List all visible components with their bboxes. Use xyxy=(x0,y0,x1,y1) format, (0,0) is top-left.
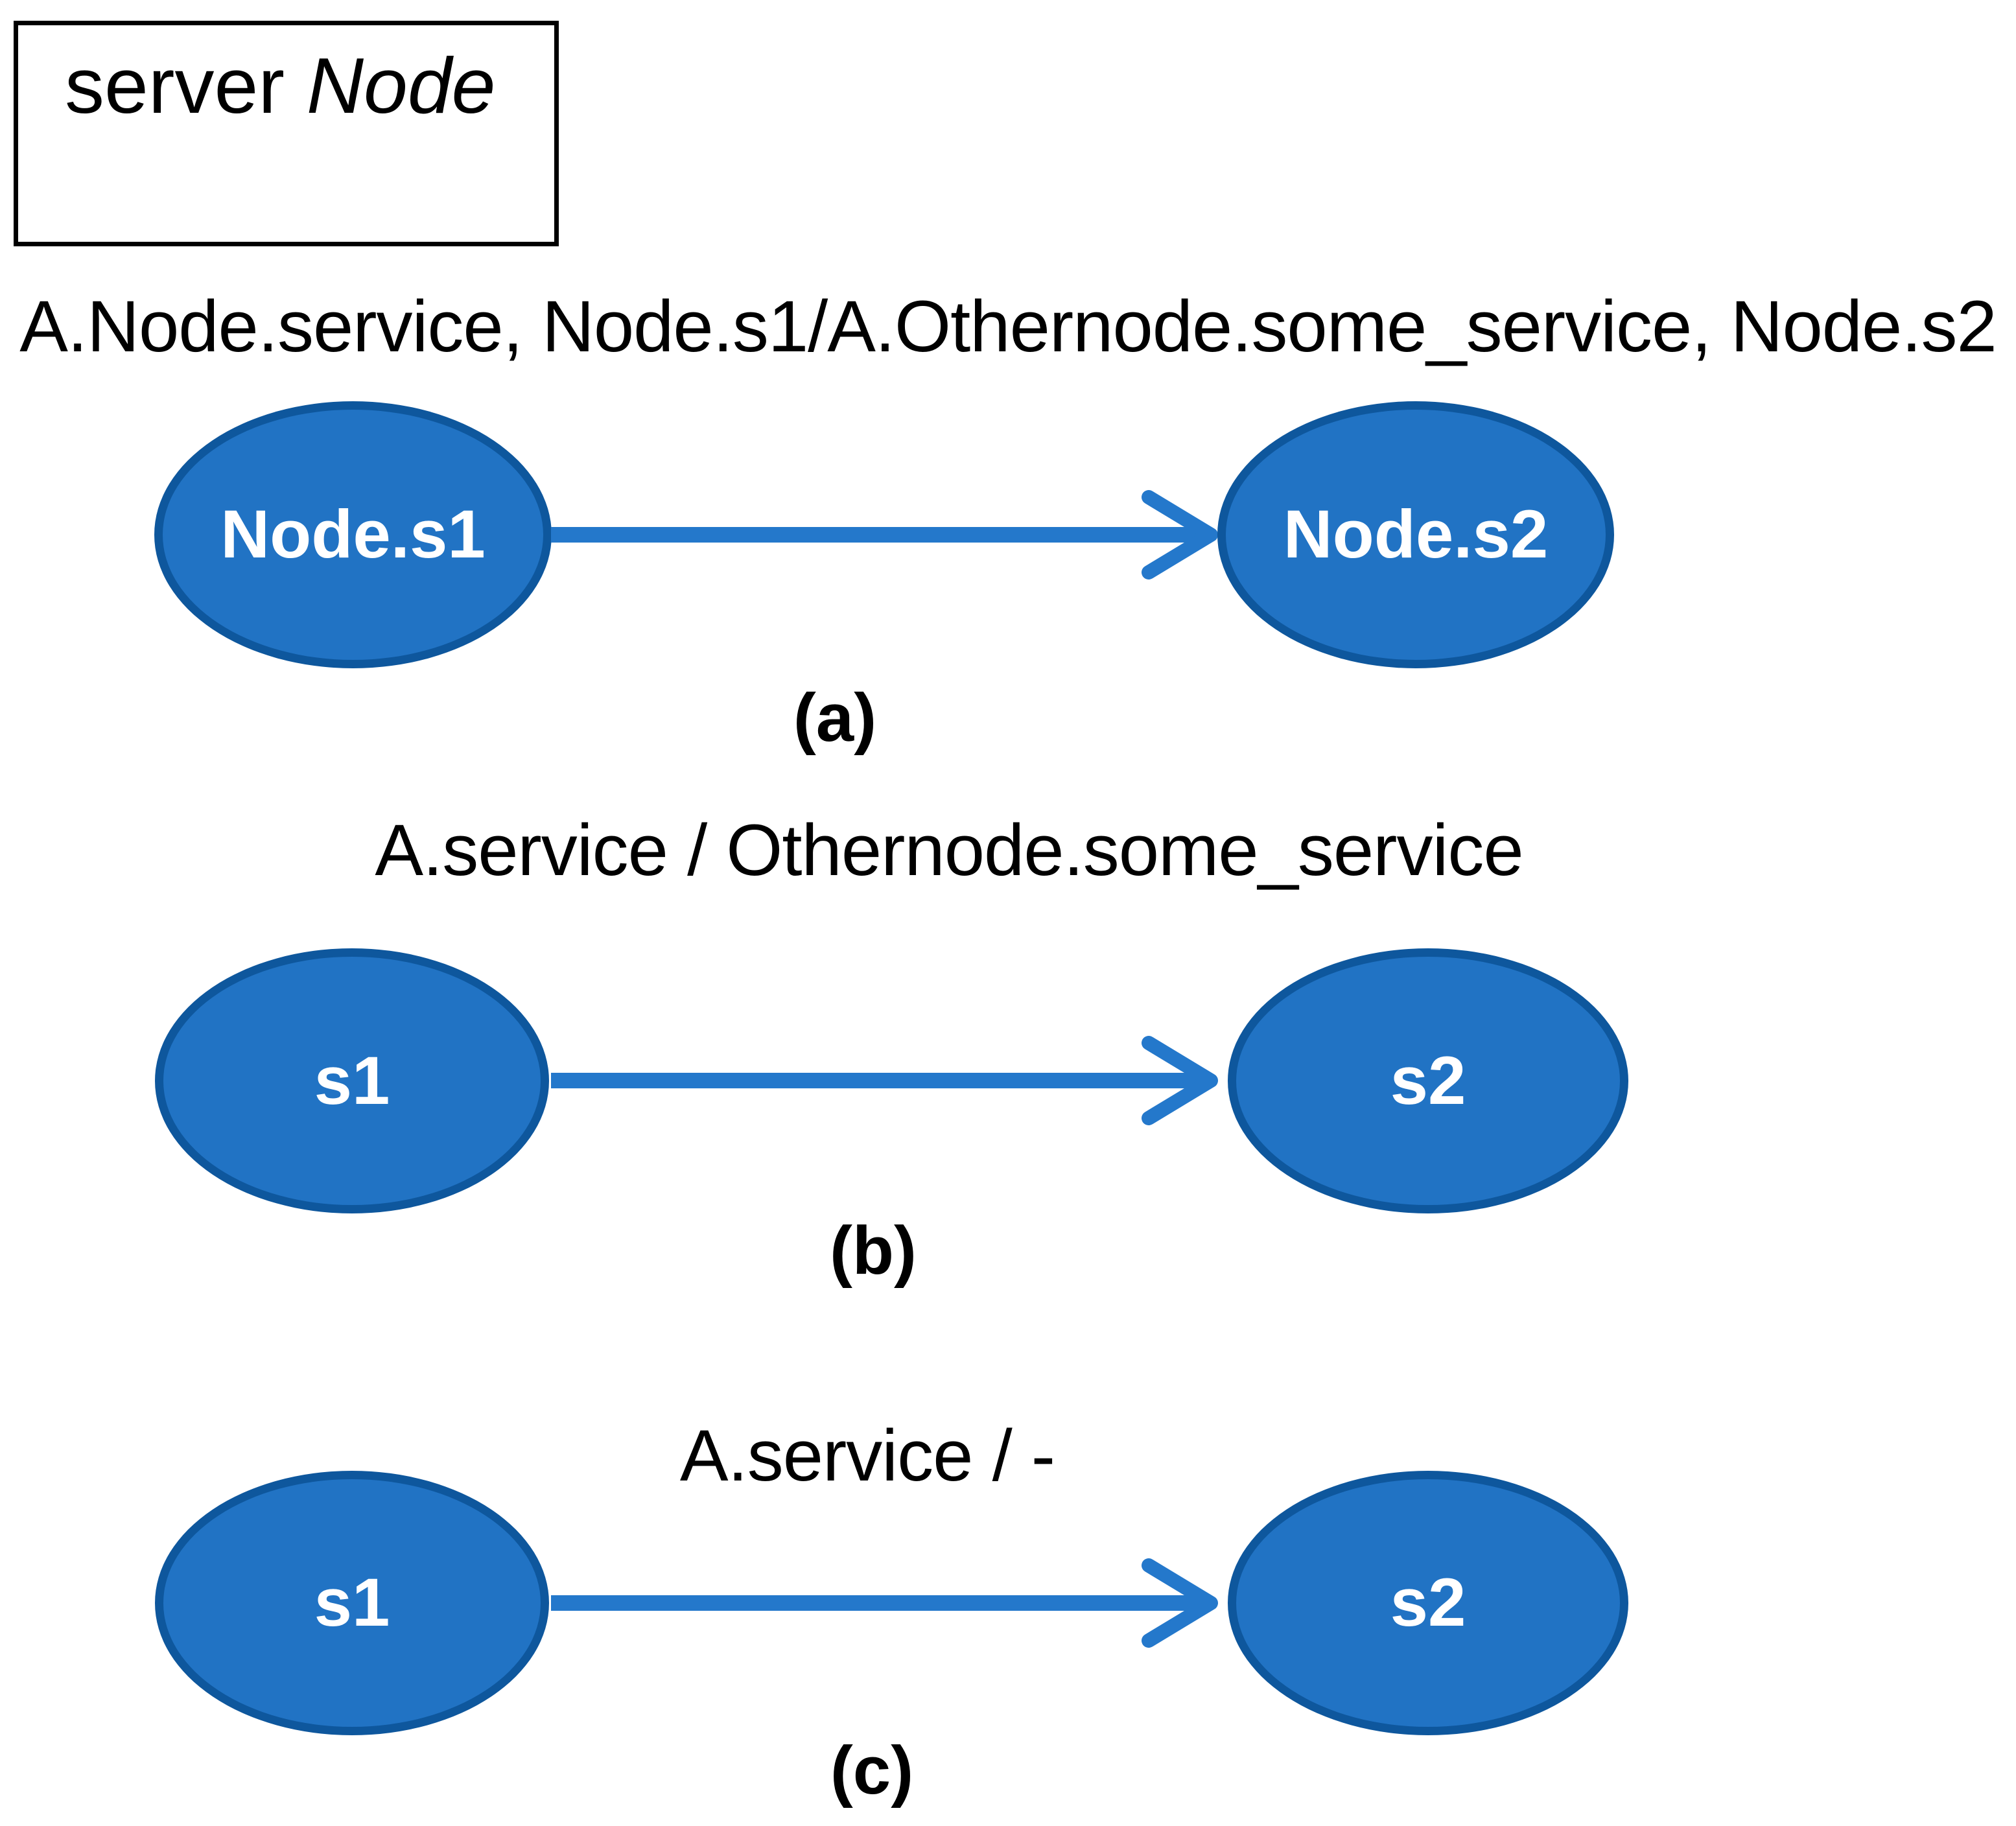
node-a-source: Node.s1 xyxy=(154,401,552,668)
node-a-target: Node.s2 xyxy=(1217,401,1614,668)
legend-text: server Node xyxy=(18,25,554,129)
caption-b: (b) xyxy=(829,1213,917,1289)
node-b-target-label: s2 xyxy=(1390,1042,1466,1119)
node-c-target: s2 xyxy=(1228,1471,1628,1735)
arrow-a-icon xyxy=(551,490,1218,579)
node-a-source-label: Node.s1 xyxy=(220,497,486,572)
node-a-target-label: Node.s2 xyxy=(1283,497,1549,572)
node-b-source: s1 xyxy=(155,948,549,1213)
caption-c: (c) xyxy=(830,1733,914,1808)
node-c-target-label: s2 xyxy=(1390,1565,1466,1641)
arrow-b-icon xyxy=(551,1036,1218,1125)
caption-a: (a) xyxy=(793,680,877,756)
legend-box: server Node xyxy=(14,21,559,246)
node-b-target: s2 xyxy=(1228,948,1628,1213)
node-c-source-label: s1 xyxy=(314,1565,390,1641)
edge-label-c: A.service / - xyxy=(679,1415,1055,1496)
edge-label-a: A.Node.service, Node.s1/A.Othernode.some… xyxy=(19,286,1997,367)
node-b-source-label: s1 xyxy=(314,1042,390,1119)
legend-emphasis: Node xyxy=(306,41,496,130)
node-c-source: s1 xyxy=(155,1471,549,1735)
arrow-c-icon xyxy=(551,1558,1218,1648)
edge-label-b: A.service / Othernode.some_service xyxy=(375,810,1523,891)
legend-prefix: server xyxy=(65,41,307,130)
